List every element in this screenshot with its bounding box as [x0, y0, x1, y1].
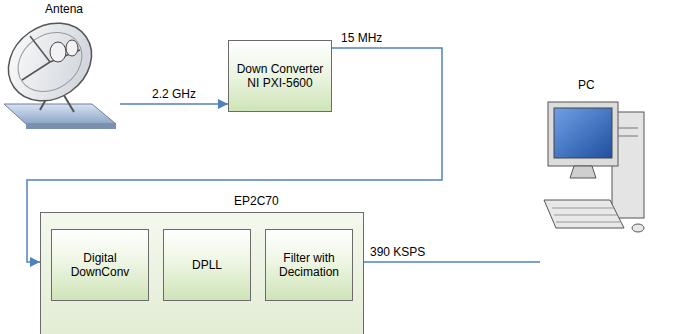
pc-screen: [554, 108, 612, 158]
process-box: Down Converter NI PXI-5600: [228, 40, 332, 112]
antenna-base-edge: [26, 124, 116, 129]
pc-stand: [570, 166, 596, 178]
antenna-feed: [66, 40, 78, 56]
antenna-dish: [0, 7, 107, 116]
node-label: DPLL: [192, 258, 222, 272]
antenna-strut: [30, 36, 50, 62]
antenna: Antena: [0, 0, 120, 132]
pc-illustration: [540, 78, 658, 266]
signal-label: 2.2 GHz: [150, 87, 198, 101]
node-heading: Antena: [45, 2, 83, 16]
antenna-illustration: [0, 0, 120, 132]
process-box: DPLL: [163, 229, 251, 301]
node-label: Filter with Decimation: [272, 251, 346, 280]
antenna-base: [4, 104, 116, 124]
pc-drive: [618, 136, 638, 137]
node-heading: PC: [578, 78, 595, 92]
fpga-block: EP2C70Digital DownConvDPLLFilter with De…: [40, 212, 364, 334]
antenna-feed: [50, 42, 66, 62]
process-box: Digital DownConv: [51, 229, 149, 301]
pc-mouse: [632, 224, 644, 232]
signal-connector: [364, 261, 540, 263]
signal-label: 390 KSPS: [368, 245, 427, 259]
antenna-strut: [22, 62, 50, 80]
node-label: Digital DownConv: [58, 251, 142, 280]
pc-drive: [618, 128, 638, 129]
signal-connector: [120, 103, 228, 105]
pc-key-row: [554, 215, 617, 216]
node-label: Down Converter NI PXI-5600: [235, 62, 325, 91]
pc-key-row: [552, 208, 614, 209]
signal-label: 15 MHz: [339, 31, 384, 45]
pc-monitor: [548, 102, 618, 166]
pc-keyboard: [544, 200, 624, 228]
process-box: Filter with Decimation: [265, 229, 353, 301]
node-heading: EP2C70: [234, 194, 279, 208]
pc: PC: [540, 78, 658, 266]
antenna-dish-rim: [7, 20, 94, 103]
pc-key-row: [556, 222, 620, 223]
